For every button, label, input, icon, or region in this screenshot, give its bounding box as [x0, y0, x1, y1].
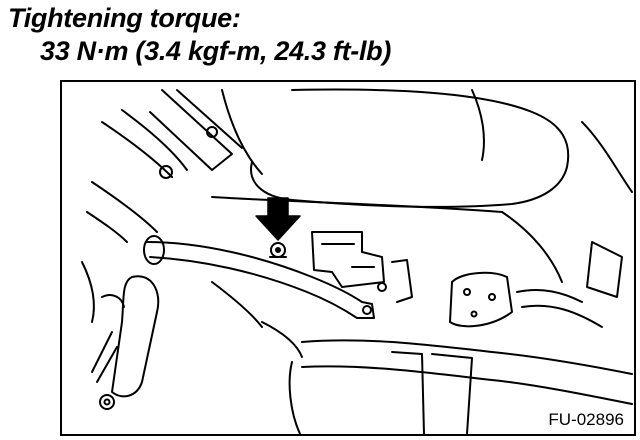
diagonal-pipe	[143, 235, 375, 319]
frame-rails	[86, 89, 243, 243]
fuel-tank-outline	[211, 88, 633, 283]
undercarriage-diagram	[81, 88, 633, 434]
arrow-indicator	[255, 197, 301, 258]
figure-code: FU-02896	[546, 410, 626, 430]
shock-absorber	[81, 261, 160, 410]
center-bracket	[311, 231, 413, 303]
right-side-bracket	[449, 241, 623, 328]
torque-label: Tightening torque:	[8, 3, 241, 33]
lower-frame	[211, 281, 633, 434]
torque-spec: Tightening torque: 33 N·m (3.4 kgf-m, 24…	[8, 2, 391, 68]
torque-value: 33 N·m (3.4 kgf-m, 24.3 ft-lb)	[40, 36, 392, 66]
diagram-frame: FU-02896	[60, 80, 636, 436]
